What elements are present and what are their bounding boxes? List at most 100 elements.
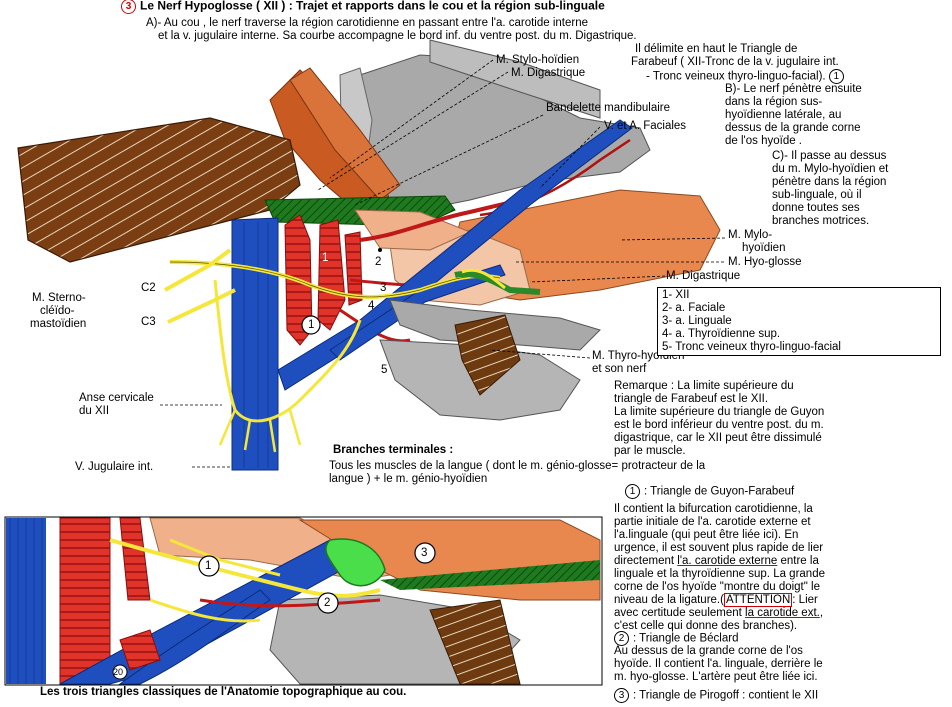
marker-3: 3 [380, 282, 387, 294]
attention-box: ATTENTION [723, 593, 793, 607]
marker-2: 2 [375, 256, 382, 268]
remark-line-4: est le bord inférieur du ventre post. du… [614, 419, 824, 431]
label-mylohyoid-1: M. Mylo- [728, 229, 773, 241]
section-a-number: 1 [828, 69, 844, 84]
guyon-line-7: corne de l'os hyoïde "montre du doigt" l… [614, 581, 820, 593]
label-jugular: V. Jugulaire int. [75, 461, 154, 473]
section-c-line-6: branches motrices. [772, 215, 870, 227]
title-number: 3 [121, 0, 136, 14]
page-title: 3 Le Nerf Hypoglosse ( XII ) : Trajet et … [121, 0, 605, 14]
digastric-muscle [289, 67, 401, 201]
bottom-triangle-3: 3 [421, 547, 428, 559]
guyon-line-2: partie initiale de l'a. carotide externe… [614, 516, 811, 528]
label-sterno-2: cléïdo- [40, 305, 75, 317]
legend-item: 2- a. Faciale [662, 302, 726, 314]
branches-line-2: langue ) + le m. génio-hyoïdien [329, 473, 488, 485]
ansa-branches [218, 409, 302, 453]
guyon-line-5: directement l'a. carotide externe entre … [614, 555, 819, 568]
beclard-line-3: m. hyo-glosse. L'artère peut être liée i… [614, 671, 818, 683]
section-a-line-5-text: - Tronc veineux thyro-linguo-facial). [646, 70, 826, 83]
label-c3: C3 [141, 316, 156, 328]
pirogoff-number: 3 [614, 688, 629, 703]
beclard-line-2: hyoïde. Il contient l'a. linguale, derri… [614, 658, 823, 670]
label-facial-vessels: V. et A. Faciales [604, 120, 687, 132]
label-thyrohyoid-2: et son nerf [592, 363, 647, 375]
label-sterno-1: M. Sterno- [32, 292, 86, 304]
marker-1: 1 [322, 252, 329, 264]
guyon-line-9: avec certitude seulement la carotide ext… [614, 607, 823, 620]
bottom-illustration [6, 517, 601, 685]
figure-caption: Les trois triangles classiques de l'Anat… [40, 686, 407, 698]
guyon-line-5c: entre la [777, 555, 819, 567]
bottom-marker-20: 20 [113, 667, 124, 677]
guyon-title: : Triangle de Guyon-Farabeuf [644, 485, 795, 498]
remark-line-2: triangle de Farabeuf est le XII. [614, 393, 769, 405]
section-c-line-3: pénètre dans la région [772, 176, 887, 188]
label-mylohyoid-2: hyoïdien [742, 242, 786, 254]
legend-item: 1- XII [662, 289, 690, 301]
beclard-line-1: Au dessus de la grande corne de l'os [614, 645, 803, 657]
lingual-nerve-yellow [461, 268, 506, 290]
label-bandelette: Bandelette mandibulaire [546, 102, 671, 114]
facial-vein [277, 119, 633, 391]
section-c-line-1: C)- Il passe au dessus [772, 150, 887, 162]
legend-item: 5- Tronc veineux thyro-linguo-facial [662, 341, 841, 353]
section-a-line-3: Il délimite en haut le Triangle de [635, 43, 798, 55]
ansa-cervicalis [213, 279, 362, 423]
guyon-line-8: niveau de la ligature.(ATTENTION: Lier [614, 593, 818, 607]
salmon-muscle-2 [354, 209, 472, 251]
title-text: Le Nerf Hypoglosse ( XII ) : Trajet et r… [140, 0, 605, 13]
carotid-branch [344, 231, 363, 306]
beclard-title: : Triangle de Béclard [633, 632, 739, 645]
bottom-triangle-1: 1 [205, 560, 212, 572]
c2-nerve [164, 248, 232, 292]
marker-4: 4 [368, 300, 375, 312]
section-b-line-5: de l'os hyoïde . [725, 135, 802, 147]
pirogoff-line: 3 : Triangle de Pirogoff : contient le XI… [614, 688, 818, 703]
guyon-line-9a: avec certitude seulement [614, 607, 746, 619]
lingual-nerve-green [454, 270, 541, 295]
section-b-line-1: B)- Le nerf pénètre ensuite [725, 83, 862, 95]
beclard-number: 2 [614, 631, 629, 646]
triangle-1-marker: 1 [308, 319, 315, 331]
label-sterno-3: mastoïdien [30, 318, 87, 330]
thyrohyoid-muscle [454, 314, 521, 396]
guyon-line-8a: niveau de la ligature.( [614, 594, 724, 606]
label-ansa-1: Anse cervicale [79, 392, 154, 404]
section-b-line-3: hyoïdienne latérale, au [725, 109, 842, 121]
sternocleidomastoid-muscle [17, 117, 301, 263]
jugular-vein-lines [243, 222, 269, 468]
guyon-line-5a: directement [614, 555, 678, 567]
bottom-triangle-2: 2 [324, 597, 331, 609]
section-a-line-2: et la v. jugulaire interne. Sa courbe ac… [158, 30, 637, 42]
guyon-carotid-underlined: l'a. carotide externe [677, 555, 778, 567]
section-a-line-5: - Tronc veineux thyro-linguo-facial). 1 [646, 69, 848, 84]
remark-line-3: La limite supérieure du triangle de Guyo… [614, 406, 825, 418]
marker-5: 5 [381, 364, 388, 376]
legend-item: 4- a. Thyroïdienne sup. [662, 328, 781, 340]
hypoglossal-nerve-outline [169, 261, 501, 298]
section-c-line-5: donne toutes ses [772, 202, 860, 214]
carotid-internal [317, 219, 346, 331]
label-digastric: M. Digastrique [511, 67, 586, 79]
facial-artery [359, 198, 521, 242]
label-ansa-2: du XII [79, 405, 110, 417]
remark-line-1: Remarque : La limite supérieure du [614, 380, 794, 392]
section-b-line-4: dessus de la grande corne [725, 122, 861, 134]
legend-item: 3- a. Linguale [662, 315, 732, 327]
remark-line-6: par le muscle. [614, 445, 686, 457]
label-stylohyoid: M. Stylo-hoïdien [496, 54, 580, 66]
pirogoff-text: : Triangle de Pirogoff : contient le XII [633, 689, 819, 702]
beclard-heading: 2 : Triangle de Béclard [614, 631, 738, 646]
pointer-lines [160, 59, 726, 468]
guyon-heading: 1: Triangle de Guyon-Farabeuf [625, 484, 794, 499]
guyon-line-3: l'a.linguale (qui peut être liée ici). E… [614, 529, 799, 541]
guyon-line-8c: : Lier [792, 594, 818, 606]
guyon-line-9c: , [819, 607, 824, 619]
legend-box: 1- XII 2- a. Faciale 3- a. Linguale 4- a… [657, 287, 941, 356]
guyon-line-10: c'est celle qui donne des branches). [614, 620, 798, 632]
section-b-line-2: dans la région sus- [725, 96, 823, 108]
section-c-line-4: sub-linguale, où il [772, 189, 862, 201]
guyon-line-6: linguale et la thyroïdienne sup. La gran… [614, 568, 825, 580]
